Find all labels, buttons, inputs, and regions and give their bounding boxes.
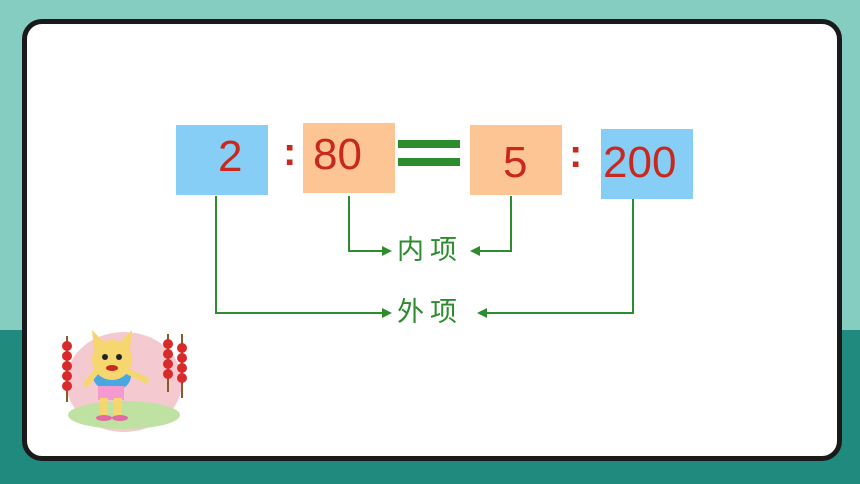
inner-terms-label: 内项: [397, 235, 463, 266]
outer-arrow-right: [382, 308, 392, 318]
outer-arrow-left: [477, 308, 487, 318]
term-1-value: 2: [218, 132, 243, 181]
term-4-value: 200: [603, 138, 677, 187]
cartoon-cat-illustration: [62, 330, 187, 432]
term-box-2: [303, 123, 395, 193]
candied-haw-skewer-left: [62, 336, 72, 402]
term-box-4: [601, 129, 693, 199]
term-2-value: 80: [313, 130, 362, 179]
term-3-value: 5: [503, 138, 528, 187]
inner-terms-connector: [348, 196, 512, 252]
inner-arrow-left: [470, 246, 480, 256]
term-box-3: [470, 125, 562, 195]
outer-terms-label: 外项: [397, 297, 463, 328]
outer-terms-connector: [215, 196, 634, 314]
cat-character: [83, 330, 149, 421]
inner-arrow-right: [382, 246, 392, 256]
equals-sign: [398, 140, 460, 166]
ratio-colon-left: :: [283, 130, 297, 174]
candied-haw-skewer-right: [163, 334, 187, 398]
term-box-1: [176, 125, 268, 195]
ratio-colon-right: :: [569, 132, 583, 176]
